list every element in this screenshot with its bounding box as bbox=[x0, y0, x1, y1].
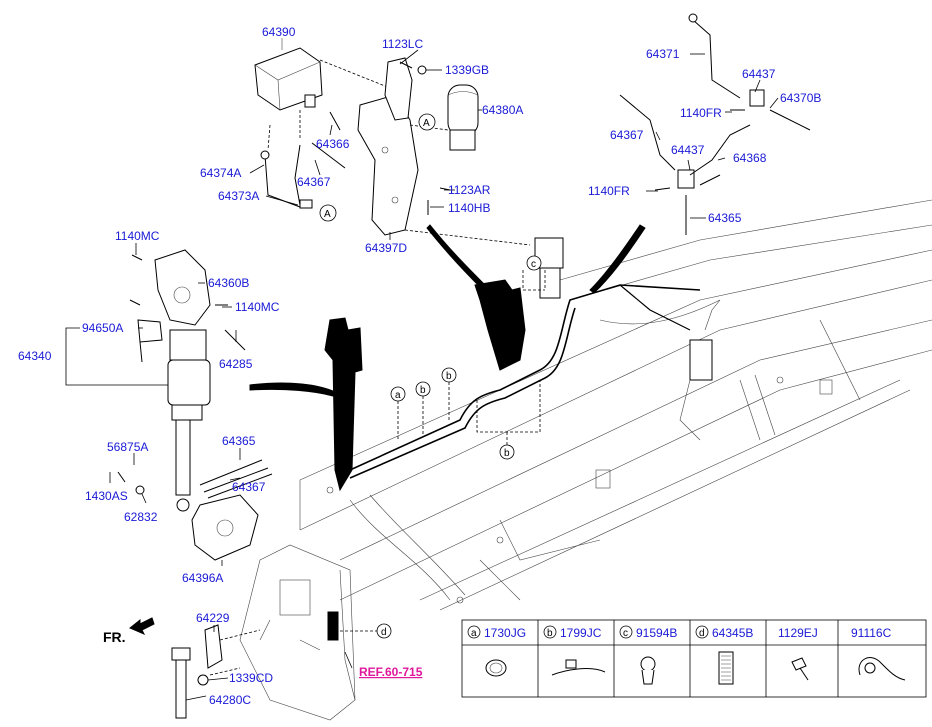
ring-clamp-icon bbox=[485, 659, 507, 677]
label-1123LC: 1123LC bbox=[382, 37, 423, 51]
callout-b2: b bbox=[441, 367, 457, 420]
callout-c: c bbox=[522, 255, 546, 291]
legend-cell-1799JC: b 1799JC bbox=[543, 625, 606, 676]
legend-cell-91116C: 91116C bbox=[851, 626, 906, 681]
label-64366: 64366 bbox=[316, 137, 350, 151]
legend-part-91594B: 91594B bbox=[636, 626, 677, 640]
front-arrow-icon bbox=[129, 617, 155, 635]
dash-top-left-3 bbox=[319, 59, 396, 91]
front-label: FR. bbox=[103, 629, 126, 645]
label-94650A: 94650A bbox=[82, 321, 123, 335]
legend-letter-c: c bbox=[623, 628, 628, 639]
label-1339GB: 1339GB bbox=[445, 63, 489, 77]
bracket-64396A bbox=[117, 471, 259, 561]
label-64380A: 64380A bbox=[482, 103, 523, 117]
pipe-64374A-group bbox=[260, 111, 346, 209]
label-1339CD: 1339CD bbox=[229, 671, 273, 685]
label-64340: 64340 bbox=[18, 349, 52, 363]
legend-cell-1129EJ: 1129EJ bbox=[778, 626, 818, 681]
callout-d-text: d bbox=[381, 627, 387, 638]
label-64397D: 64397D bbox=[365, 241, 407, 255]
legend-cell-1730JG: a 1730JG bbox=[467, 625, 526, 677]
callout-b1-text: b bbox=[420, 385, 426, 396]
label-1430AS: 1430AS bbox=[85, 489, 128, 503]
callout-b3: b bbox=[476, 380, 541, 460]
label-64371: 64371 bbox=[646, 47, 680, 61]
legend-part-91116C: 91116C bbox=[851, 626, 892, 640]
label-64396A: 64396A bbox=[182, 571, 223, 585]
label-64390: 64390 bbox=[262, 25, 296, 39]
bolt-icon bbox=[791, 657, 807, 671]
air-tank-64380A bbox=[447, 84, 479, 151]
legend-cell-91594B: c 91594B bbox=[619, 625, 677, 685]
legend-part-1129EJ: 1129EJ bbox=[778, 626, 818, 640]
callout-b2-text: b bbox=[446, 371, 452, 382]
hoses-left-64365 bbox=[199, 459, 273, 499]
cable-tie-icon bbox=[551, 668, 606, 676]
label-64368: 64368 bbox=[733, 151, 767, 165]
label-64365-left: 64365 bbox=[222, 434, 256, 448]
leader-lines bbox=[65, 49, 779, 701]
dash-top-center bbox=[404, 124, 531, 246]
label-56875A: 56875A bbox=[107, 440, 148, 454]
callout-d: d bbox=[340, 623, 392, 639]
actuator-64340 bbox=[137, 319, 246, 512]
legend-part-1730JG: 1730JG bbox=[484, 626, 526, 640]
label-64367-right: 64367 bbox=[610, 128, 644, 142]
bracket-64397D bbox=[357, 57, 419, 236]
legend-letter-b: b bbox=[547, 628, 553, 639]
callout-A2: A bbox=[319, 204, 337, 222]
label-1140MC-top: 1140MC bbox=[115, 229, 160, 243]
bracket-64360B bbox=[129, 249, 228, 326]
brake-line-routing bbox=[349, 284, 701, 479]
legend-letter-a: a bbox=[471, 628, 477, 639]
label-1140MC-mid: 1140MC bbox=[235, 300, 280, 314]
callout-A2-text: A bbox=[324, 209, 331, 220]
callout-A1-text: A bbox=[423, 118, 430, 129]
dash-bottom-left bbox=[209, 629, 261, 676]
bolt-64280C bbox=[171, 624, 223, 719]
label-64360B: 64360B bbox=[208, 276, 249, 290]
part-labels: 64390 1123LC 1339GB 64380A 64366 64374A … bbox=[18, 25, 821, 707]
callout-b1: b bbox=[415, 381, 431, 435]
crossmember-panel bbox=[239, 544, 356, 721]
legend-part-1799JC: 1799JC bbox=[560, 626, 602, 640]
frame-mounted-chambers bbox=[534, 237, 721, 441]
label-1140FR-top: 1140FR bbox=[680, 106, 722, 120]
label-64437-mid: 64437 bbox=[671, 143, 705, 157]
dash-top-left-1 bbox=[267, 124, 271, 151]
callout-a: a bbox=[390, 386, 406, 440]
label-1140FR-bot: 1140FR bbox=[588, 184, 630, 198]
label-64365-right: 64365 bbox=[708, 211, 742, 225]
brake-hoses-top-right bbox=[619, 13, 811, 235]
ref-60-715-link[interactable]: REF.60-715 bbox=[359, 665, 423, 679]
front-direction-indicator: FR. bbox=[103, 617, 155, 645]
callout-b3-text: b bbox=[504, 448, 510, 459]
callout-a-text: a bbox=[395, 390, 401, 401]
label-64285: 64285 bbox=[219, 357, 253, 371]
label-64374A: 64374A bbox=[200, 166, 241, 180]
label-64280C: 64280C bbox=[209, 693, 251, 707]
legend-cell-64345B: d 64345B bbox=[695, 625, 753, 685]
label-1123AR: 1123AR bbox=[448, 183, 491, 197]
label-64370B: 64370B bbox=[780, 91, 821, 105]
legend-part-64345B: 64345B bbox=[712, 626, 753, 640]
label-64229: 64229 bbox=[196, 611, 230, 625]
label-64373A: 64373A bbox=[218, 189, 259, 203]
valve-block-64390 bbox=[254, 47, 323, 111]
label-64367-top: 64367 bbox=[297, 175, 331, 189]
mounted-bracket-silhouettes bbox=[249, 224, 646, 492]
legend-table: a 1730JG b 1799JC c 91594B d 64345B bbox=[461, 619, 927, 698]
label-62832: 62832 bbox=[124, 510, 158, 524]
label-64437-top: 64437 bbox=[742, 67, 776, 81]
label-1140HB: 1140HB bbox=[448, 201, 490, 215]
label-64367-left: 64367 bbox=[232, 480, 266, 494]
ref-link-group[interactable]: REF.60-715 bbox=[344, 651, 423, 679]
clip-icon bbox=[640, 656, 656, 672]
legend-letter-d: d bbox=[699, 628, 705, 639]
callout-c-text: c bbox=[531, 259, 536, 270]
callout-A1: A bbox=[418, 113, 436, 131]
